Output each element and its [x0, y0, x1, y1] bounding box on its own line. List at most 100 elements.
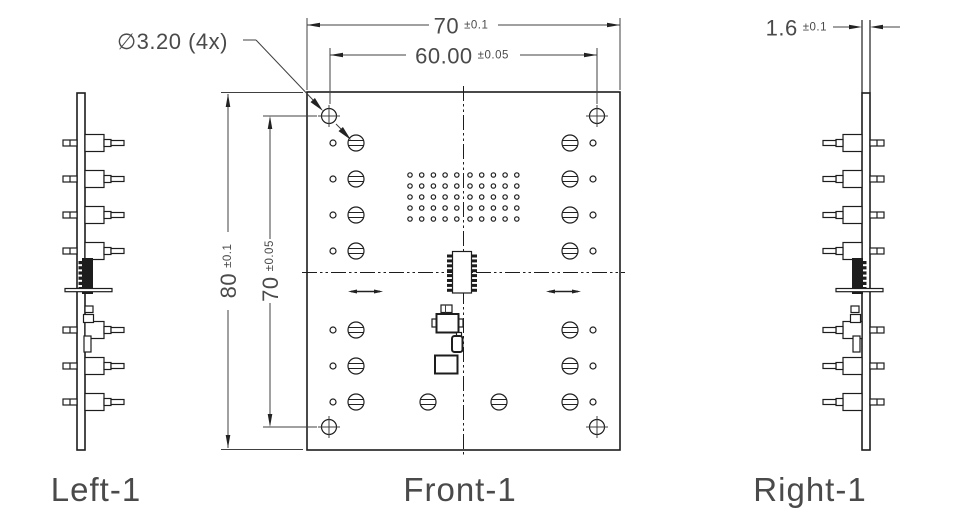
- ic-pin: [447, 269, 453, 273]
- dim-hole-spacing-vertical: 70±0.05: [258, 115, 317, 428]
- leader-arrowhead: [338, 127, 351, 140]
- header-pin: [78, 281, 83, 285]
- arrowhead: [546, 289, 555, 294]
- dim-board-height-text: 80±0.1: [216, 244, 241, 299]
- connector-pin: [822, 139, 837, 147]
- via-dot: [502, 194, 508, 200]
- via-dot: [453, 183, 460, 189]
- small-hole: [329, 362, 337, 370]
- via-dot: [453, 216, 460, 222]
- pad: [347, 321, 365, 339]
- connector-pin: [110, 139, 125, 147]
- hole-callout: ∅3.20 (4x): [117, 29, 342, 130]
- left-small-component-2: [82, 313, 95, 324]
- right-flange: [835, 287, 884, 293]
- right-component-step: [852, 335, 861, 353]
- pad: [419, 393, 437, 411]
- via-dot: [430, 194, 437, 200]
- connector-body: [84, 205, 105, 225]
- connector-body: [84, 241, 105, 261]
- arrowhead: [348, 289, 357, 294]
- via-dot: [430, 205, 437, 211]
- arrowhead: [849, 24, 862, 30]
- ic-pin: [471, 283, 477, 287]
- via-dot: [407, 216, 413, 222]
- pad: [561, 357, 579, 375]
- header-pin: [78, 271, 83, 275]
- via-dot: [467, 183, 473, 189]
- header-pin: [862, 261, 867, 265]
- header-pin: [862, 266, 867, 270]
- right-connectors: [822, 133, 885, 412]
- small-component-a: [440, 304, 453, 314]
- dim-board-thickness: 1.6±0.1: [766, 15, 900, 40]
- via-dot: [418, 183, 425, 189]
- arrowhead: [870, 24, 883, 30]
- via-grid: [407, 172, 520, 222]
- via-dot: [418, 205, 425, 211]
- dim-board-width-text: 70±0.1: [434, 13, 489, 38]
- small-hole: [329, 211, 337, 219]
- small-hole: [589, 398, 597, 406]
- arrowhead: [225, 94, 231, 107]
- arrowhead: [267, 414, 273, 427]
- ic-pins: [447, 254, 477, 292]
- connector-pin: [110, 326, 125, 334]
- via-dot: [513, 183, 520, 189]
- dim-hole-spacing-h-text: 60.00±0.05: [415, 43, 509, 68]
- right-small-component-1: [850, 305, 860, 314]
- right-header-component: [852, 258, 863, 294]
- pad: [561, 206, 579, 224]
- pad: [561, 170, 579, 188]
- via-dot: [407, 172, 413, 178]
- via-dot: [442, 216, 448, 222]
- connector-body: [84, 356, 105, 376]
- via-dot: [478, 194, 485, 200]
- connector-body: [84, 392, 105, 412]
- via-dot: [467, 172, 473, 178]
- header-pin: [78, 276, 83, 280]
- ic-pin: [471, 259, 477, 263]
- via-dot: [490, 205, 497, 211]
- connector-body: [842, 392, 863, 412]
- component-b: [431, 313, 464, 334]
- via-dot: [430, 183, 437, 189]
- via-dot: [418, 194, 425, 200]
- ic-pin: [471, 274, 477, 278]
- via-dot: [490, 172, 497, 178]
- small-hole: [589, 175, 597, 183]
- via-dot: [513, 216, 520, 222]
- via-dot: [453, 194, 460, 200]
- left-view: [62, 92, 125, 451]
- via-dot: [407, 183, 413, 189]
- connector-shoulder: [103, 246, 112, 256]
- arrowhead: [584, 52, 597, 58]
- via-dot: [442, 205, 448, 211]
- connector-pin: [822, 362, 837, 370]
- pad: [561, 321, 579, 339]
- connector-shoulder: [835, 210, 844, 220]
- right-small-component-2: [849, 313, 862, 324]
- connector-pin: [822, 211, 837, 219]
- connector-body: [84, 133, 105, 153]
- arrowhead: [374, 289, 383, 294]
- pad: [490, 393, 508, 411]
- small-hole: [589, 247, 597, 255]
- connector-pin: [110, 175, 125, 183]
- via-dot: [442, 194, 448, 200]
- pad: [561, 393, 579, 411]
- arrowhead: [330, 52, 343, 58]
- connector-pin: [110, 247, 125, 255]
- via-dot: [453, 172, 460, 178]
- via-dot: [407, 194, 413, 200]
- connector-body: [842, 356, 863, 376]
- ic-pin: [471, 264, 477, 268]
- arrowhead: [307, 22, 320, 28]
- connector-body: [842, 133, 863, 153]
- component-d: [434, 354, 459, 375]
- connector-pin: [822, 175, 837, 183]
- via-dot: [407, 205, 413, 211]
- via-dot: [502, 172, 508, 178]
